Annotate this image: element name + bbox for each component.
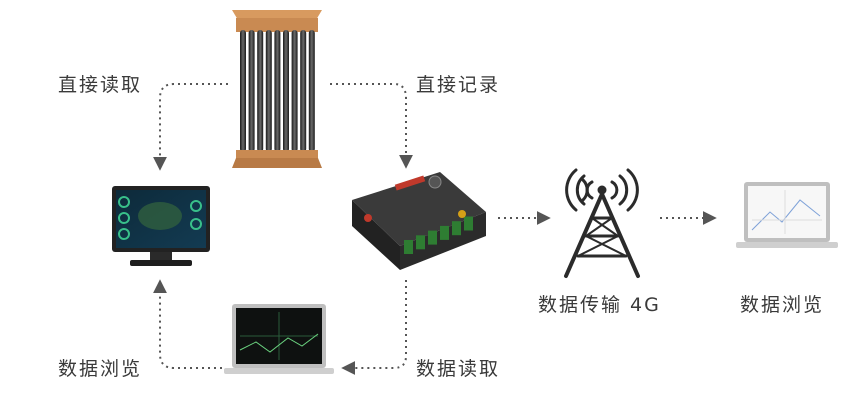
logger-terminal	[452, 221, 461, 236]
desktop-monitor-icon	[112, 186, 210, 266]
laptop-right-icon	[736, 182, 838, 248]
sensor-tube	[291, 30, 298, 152]
data-logger-icon	[352, 172, 486, 270]
connector-data-browse	[153, 279, 222, 369]
connector-direct-read	[153, 83, 228, 171]
logger-terminal	[404, 240, 413, 254]
sensor-tube	[257, 30, 264, 152]
connector-direct-record	[330, 83, 413, 169]
label-direct-record: 直接记录	[416, 74, 501, 96]
logger-terminal	[416, 235, 425, 250]
logger-terminal	[440, 225, 449, 240]
logger-terminal	[464, 216, 473, 231]
heat-exchanger-sensor-icon	[232, 10, 322, 168]
label-data-browse-left: 数据浏览	[58, 358, 143, 380]
laptop-bottom-icon	[224, 304, 334, 374]
sensor-tube	[265, 30, 272, 152]
sensor-tube	[308, 30, 315, 152]
sensor-tube	[274, 30, 281, 152]
label-direct-read: 直接读取	[58, 74, 143, 96]
connector-data-read	[341, 280, 407, 375]
sensor-tube	[300, 30, 307, 152]
sensor-tube	[248, 30, 255, 152]
sensor-tube	[240, 30, 246, 152]
label-data-browse-right: 数据浏览	[740, 294, 825, 316]
label-data-transmission: 数据传输 4G	[538, 294, 661, 316]
cell-tower-4g-icon	[564, 168, 640, 278]
sensor-tube	[283, 30, 289, 152]
logger-terminal	[428, 230, 437, 245]
label-data-read: 数据读取	[416, 358, 501, 380]
